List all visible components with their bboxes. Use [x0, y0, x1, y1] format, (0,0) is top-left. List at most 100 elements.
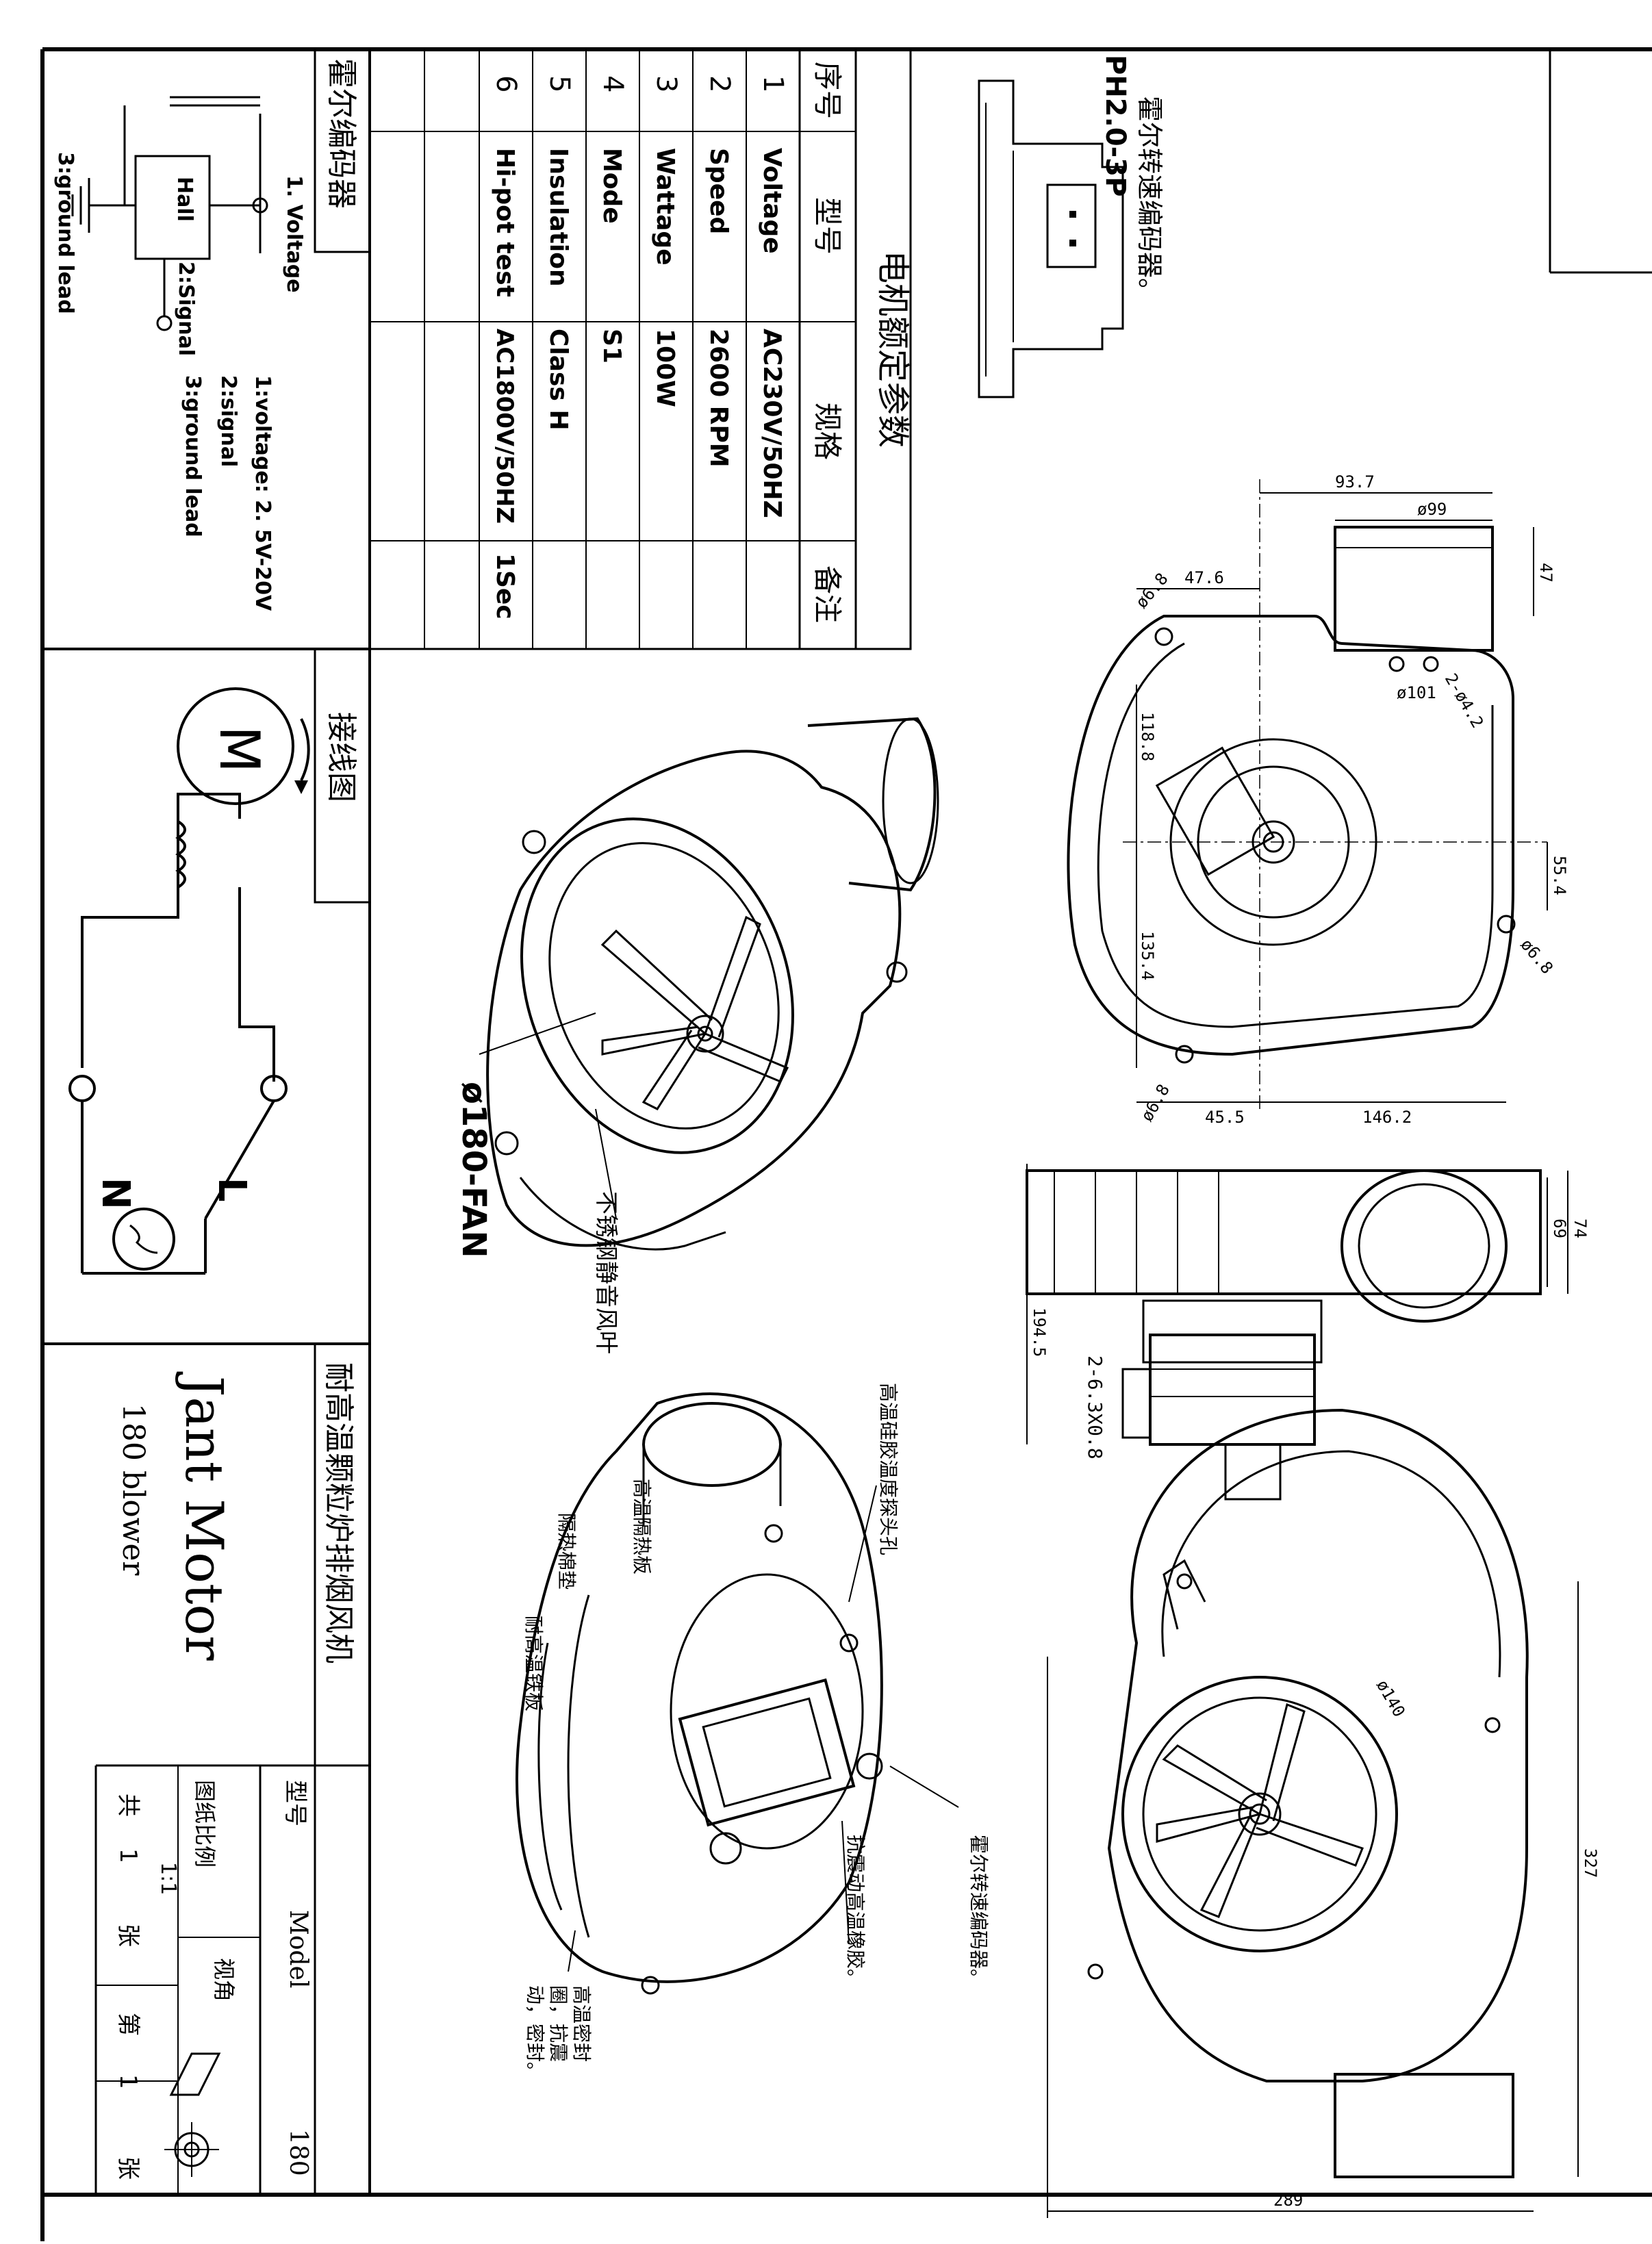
dim-55-4: 55.4 [1550, 856, 1569, 895]
spec-table: 电机额定参数 序号 型号 规格 备注 1 Voltage AC230V/50HZ… [368, 48, 912, 650]
hall-pin1-label: 1. Voltage [282, 175, 306, 293]
callout-seal-2: 圈，抗震 [547, 1985, 570, 2062]
spec-row-item: Speed [704, 148, 733, 234]
spec-row-1: 1 Voltage AC230V/50HZ [757, 75, 789, 518]
spec-row-no: 3 [650, 75, 682, 92]
dim-327: 327 [1581, 1848, 1600, 1878]
spec-row-value: 100W [651, 329, 679, 407]
dim-dia-101: ø101 [1397, 683, 1436, 702]
sheets-total-1: 共 [114, 1794, 142, 1817]
spec-row-no: 2 [704, 75, 735, 92]
dim-146-2: 146.2 [1362, 1108, 1412, 1127]
spec-row-value: Class H [544, 329, 572, 431]
dim-47: 47 [1536, 563, 1555, 583]
spec-row-no: 6 [490, 75, 522, 92]
hall-encoder-connector: 霍尔转速编码器。 PH2.0-3P [978, 55, 1165, 398]
spec-row-5: 5 Insulation Class H [544, 75, 575, 431]
front-view: ø140 327 289 [1047, 1408, 1600, 2218]
isometric-fan-view: ø180-FAN 不锈钢静音风叶 [455, 717, 939, 1354]
spec-row-4: 4 Mode S1 [597, 75, 628, 364]
dim-47-6: 47.6 [1184, 568, 1224, 587]
dim-135-4: 135.4 [1138, 931, 1157, 980]
spec-header-value: 规格 [811, 403, 844, 460]
callout-hall-sensor: 霍尔转速编码器。 [967, 1835, 990, 1988]
product-cn: 耐高温颗粒炉排烟风机 [321, 1362, 356, 1663]
hall-encoder-schematic: 霍尔编码器 1. Voltage 2:Signal 3:ground lead … [53, 48, 371, 611]
motor-label: M [207, 726, 271, 773]
hall-encoder-title: 霍尔编码器 [324, 58, 359, 209]
fan-size-callout: ø180-FAN [455, 1082, 493, 1258]
model-value: 180 [284, 2129, 312, 2176]
spec-header-no: 序号 [811, 62, 844, 119]
wiring-diagram: 接线图 M L N [68, 648, 371, 1275]
hall-legend-voltage: 1:voltage: 2. 5V-20V [251, 375, 275, 611]
brand-name: Jant Motor [174, 1371, 235, 1661]
dim-289: 289 [1273, 2191, 1303, 2210]
dim-93-7: 93.7 [1335, 472, 1375, 492]
spec-row-value: 2600 RPM [704, 329, 733, 468]
encoder-note-title: 霍尔转速编码器。 [1134, 96, 1165, 304]
hall-pin3-label: 3:ground lead [53, 152, 77, 314]
callout-seal-3: 动，密封。 [524, 1985, 546, 2081]
sheets-total-2: 1 [114, 1848, 142, 1863]
motor-symbol [177, 687, 294, 805]
spec-row-6: 6 Hi-pot test AC1800V/50HZ 1Sec [490, 75, 522, 620]
dim-2-6-3x0-8: 2-6.3X0.8 [1084, 1355, 1106, 1459]
dim-dia-99: ø99 [1417, 500, 1447, 519]
wiring-live-label: L [209, 1177, 254, 1202]
dim-194-5: 194.5 [1030, 1308, 1049, 1357]
callout-seal-1: 高温密封 [570, 1985, 593, 2062]
spec-row-no: 5 [544, 75, 575, 92]
dim-118-8: 118.8 [1138, 712, 1157, 761]
spec-header-note: 备注 [811, 565, 844, 623]
view-label: 视角 [211, 1958, 237, 2002]
spec-row-value: AC1800V/50HZ [491, 329, 518, 524]
wiring-title: 接线图 [324, 712, 359, 802]
callout-insulation-board: 高温隔热板 [631, 1479, 653, 1574]
sheet-no-3: 张 [114, 2156, 142, 2180]
wiring-neutral-label: N [93, 1177, 138, 1210]
product-en: 180 blower [116, 1403, 151, 1576]
fan-blade-callout: 不锈钢静音风叶 [592, 1191, 620, 1354]
model-label-en: Model [284, 1910, 312, 1988]
projection-symbol-icon [164, 2052, 221, 2177]
spec-row-note: 1Sec [491, 553, 519, 620]
spec-row-item: Mode [598, 148, 626, 224]
callout-high-temp-plate: 耐高温铁板 [522, 1616, 545, 1711]
spec-row-value: S1 [598, 329, 626, 364]
side-view: 74 69 194.5 2-6.3X0.8 [1026, 1164, 1590, 1501]
spec-row-item: Wattage [651, 148, 679, 266]
hall-pin2-label: 2:Signal [174, 262, 198, 356]
spec-row-value: AC230V/50HZ [758, 329, 786, 518]
callout-silicone-hole: 高温硅胶温度探头孔 [877, 1383, 900, 1555]
sheets-total-3: 张 [114, 1924, 142, 1947]
dim-69: 69 [1550, 1219, 1569, 1238]
spec-row-item: Insulation [544, 148, 572, 287]
spec-header-item: 型号 [811, 197, 844, 255]
hall-legend-ground: 3:ground lead [181, 375, 205, 537]
scale-value: 1:1 [156, 1862, 180, 1895]
spec-row-item: Hi-pot test [491, 148, 519, 297]
spec-row-item: Voltage [758, 148, 786, 254]
encoder-connector-label: PH2.0-3P [1100, 55, 1131, 196]
dim-45-5: 45.5 [1205, 1108, 1245, 1127]
dim-74: 74 [1571, 1219, 1590, 1238]
motor-isometric-view: 高温硅胶温度探头孔 高温隔热板 隔热棉垫 耐高温铁板 霍尔转速编码器。 抗震动高… [516, 1383, 990, 2081]
spec-row-2: 2 Speed 2600 RPM [704, 75, 735, 468]
hall-legend-signal: 2:signal [216, 375, 240, 467]
hall-chip-label: Hall [173, 177, 196, 222]
callout-rubber: 抗震动高温橡胶。 [844, 1835, 867, 1988]
spec-row-no: 1 [757, 75, 789, 92]
spec-row-no: 4 [597, 75, 628, 92]
sheet-no-1: 第 [114, 2013, 142, 2036]
spec-table-title: 电机额定参数 [874, 251, 912, 448]
spec-row-3: 3 Wattage 100W [650, 75, 682, 407]
callout-heat-pad: 隔热棉垫 [555, 1513, 578, 1590]
model-label-cn: 型号 [281, 1780, 309, 1826]
title-block: 耐高温颗粒炉排烟风机 Jant Motor 180 blower 型号 Mode… [94, 1342, 371, 2195]
scale-label: 图纸比例 [192, 1780, 218, 1867]
top-view: 93.7 ø99 47 47.6 ø6.8 ø101 2-ø4.2 118.8 … [1067, 472, 1569, 1127]
sheet-no-2: 1 [114, 2074, 142, 2089]
